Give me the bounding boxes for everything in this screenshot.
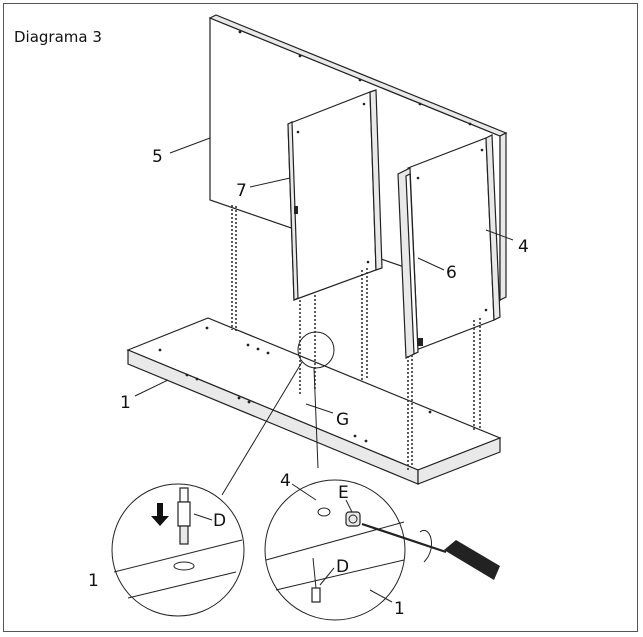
magnifier-ring	[297, 331, 335, 369]
hardware-label-g: G	[336, 410, 349, 430]
detail-right	[264, 479, 500, 621]
diagram-title: Diagrama 3	[14, 28, 102, 46]
part-label-5: 5	[152, 147, 163, 167]
rotate-arrow-icon	[419, 529, 433, 563]
screwdriver-handle	[444, 540, 500, 580]
detail-right-label-1: 1	[394, 599, 405, 619]
part-label-1: 1	[120, 393, 131, 413]
part-label-4: 4	[518, 237, 529, 257]
detail-left	[111, 483, 245, 617]
detail-right-label-e: E	[338, 483, 349, 503]
part-label-7: 7	[236, 181, 247, 201]
detail-right-label-d: D	[336, 557, 349, 577]
detail-left-label-1: 1	[88, 571, 99, 591]
dowel-lines	[231, 205, 481, 470]
detail-left-label-d: D	[213, 511, 226, 531]
bottom-panel	[126, 317, 502, 485]
part-label-6: 6	[446, 263, 457, 283]
down-arrow-icon	[151, 503, 169, 526]
detail-right-label-4: 4	[280, 471, 291, 491]
divider-panel	[287, 89, 383, 301]
side-panel-right	[407, 134, 501, 351]
side-panel-left	[397, 167, 423, 359]
